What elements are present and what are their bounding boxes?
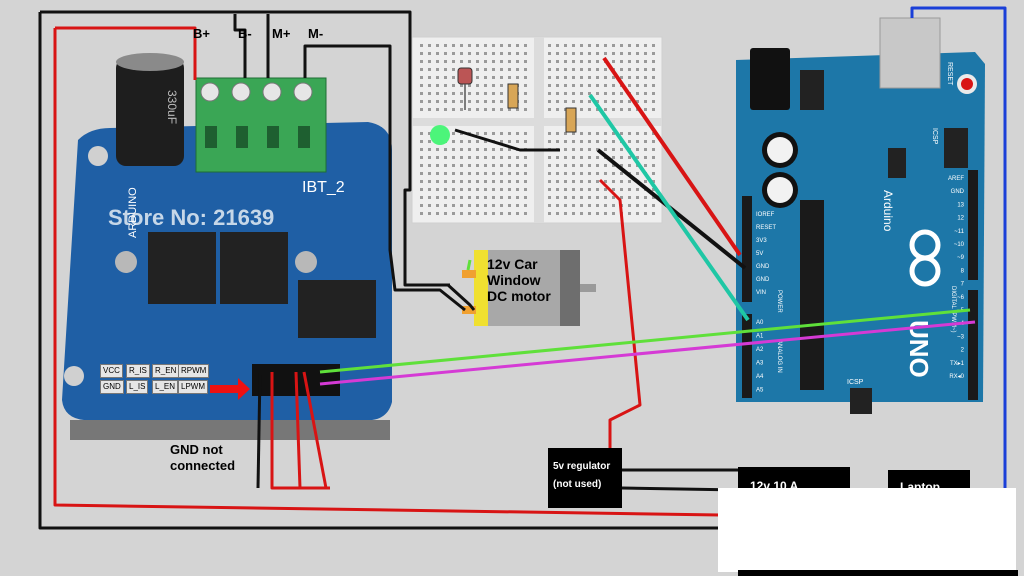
- terminal-label-mplus: M+: [272, 26, 291, 41]
- bottom-black-strip: [738, 570, 1018, 576]
- reset-button: [961, 78, 973, 90]
- motor-label-line-3: DC motor: [487, 288, 551, 304]
- usb-port: [879, 17, 941, 89]
- heatsink: [70, 420, 390, 440]
- breadboard: [411, 36, 663, 224]
- analog-pin-label-1: A1: [756, 334, 764, 340]
- analog-pin-label-4: A4: [756, 374, 764, 380]
- resistor-2: [565, 107, 577, 133]
- power-pin-label-3: 5V: [756, 251, 763, 257]
- pin-label-l-is: L_IS: [126, 380, 149, 394]
- motor-label-line-2: Window: [487, 272, 541, 288]
- bts7960-chip-1: [148, 232, 216, 304]
- capacitor: 330uF: [116, 53, 184, 166]
- digital-pin-label-2: 13: [957, 202, 964, 208]
- breadboard-components: [430, 67, 577, 145]
- power-pin-label-2: 3V3: [756, 238, 767, 244]
- dc-motor: [462, 250, 596, 326]
- power-section-label: POWER: [776, 290, 782, 313]
- icsp2-header: [944, 128, 968, 168]
- dc-jack: [750, 48, 790, 110]
- regulator-module: 5v regulator (not used): [548, 448, 622, 508]
- ibt2-driver-board: 330uF IBT_2 ARDUINO: [62, 53, 392, 440]
- digital-pin-label-7: 8: [961, 268, 965, 274]
- store-watermark: Store No: 21639: [108, 205, 275, 230]
- regulator-line-2: (not used): [553, 479, 602, 490]
- analog-pin-label-3: A3: [756, 361, 764, 367]
- motor-label-line-1: 12v Car: [487, 256, 538, 272]
- digital-pin-label-15: RX◂0: [949, 374, 964, 380]
- analog-pin-label-2: A2: [756, 347, 764, 353]
- terminal-label-mminus: M-: [308, 26, 324, 41]
- digital-pin-label-14: TX▸1: [950, 361, 965, 367]
- gnd-note: GND not connected: [170, 442, 235, 474]
- digital-section-label: DIGITAL (PWM~): [950, 286, 956, 333]
- digital-pin-label-0: AREF: [948, 176, 964, 182]
- analog-pin-label-0: A0: [756, 320, 764, 326]
- arduino-infinity-logo: [909, 229, 941, 287]
- blank-white-panel: [718, 488, 1016, 572]
- digital-header-high: [968, 170, 978, 280]
- led-green: [430, 125, 450, 145]
- icsp2-text: ICSP: [931, 128, 938, 145]
- digital-pin-label-8: 7: [961, 282, 965, 288]
- digital-pin-label-4: ~11: [954, 229, 964, 235]
- bts7960-chip-2: [220, 232, 288, 304]
- icsp-header: [850, 388, 872, 414]
- gnd-note-line-1: GND not: [170, 442, 223, 457]
- digital-pin-label-12: ~3: [957, 334, 965, 340]
- driver-model-text: IBT_2: [302, 179, 345, 196]
- analog-pin-label-5: A5: [756, 388, 764, 394]
- motor-label: 12v Car Window DC motor: [487, 256, 551, 304]
- power-pin-label-5: GND: [756, 277, 770, 283]
- capacitor-value: 330uF: [165, 90, 179, 124]
- pin-label-gnd: GND: [100, 380, 124, 394]
- pin-arrow-icon: [210, 378, 250, 400]
- digital-pin-label-3: 12: [957, 216, 964, 222]
- regulator-chip: [800, 70, 824, 110]
- pin-label-rpwm: RPWM: [178, 364, 210, 378]
- power-pin-label-6: VIN: [756, 290, 766, 296]
- digital-pin-label-5: ~10: [954, 242, 965, 248]
- digital-pin-label-1: GND: [951, 189, 965, 195]
- arduino-uno-board: UNO Arduino RESET ICSP ICSP POWER ANALOG…: [736, 17, 985, 414]
- power-pin-label-4: GND: [756, 264, 770, 270]
- reset-text: RESET: [946, 62, 953, 86]
- digital-pin-label-9: ~6: [957, 295, 965, 301]
- pin-label-r-en: R_EN: [152, 364, 180, 378]
- power-pin-label-0: IOREF: [756, 212, 775, 218]
- digital-pin-label-13: 2: [961, 348, 965, 354]
- gnd-note-line-2: connected: [170, 458, 236, 473]
- terminal-label-bminus: B-: [238, 26, 252, 41]
- pin-label-vcc: VCC: [100, 364, 123, 378]
- power-pin-label-1: RESET: [756, 225, 776, 231]
- icsp-text: ICSP: [847, 379, 864, 386]
- pin-label-lpwm: LPWM: [178, 380, 208, 394]
- digital-header-low: [968, 290, 978, 400]
- regulator-line-1: 5v regulator: [553, 461, 611, 472]
- analog-section-label: ANALOG IN: [776, 340, 782, 373]
- pin-label-l-en: L_EN: [152, 380, 179, 394]
- resistor-1: [507, 83, 519, 109]
- arduino-logo-text: Arduino: [881, 190, 895, 232]
- digital-pin-label-6: ~9: [957, 255, 965, 261]
- power-header: [742, 196, 752, 302]
- pin-label-r-is: R_IS: [126, 364, 150, 378]
- hc244-chip: [298, 280, 376, 338]
- atmega-chip: [800, 200, 824, 390]
- terminal-label-bplus: B+: [193, 26, 210, 41]
- analog-header: [742, 314, 752, 398]
- driver-brand-text: ARDUINO: [127, 187, 139, 238]
